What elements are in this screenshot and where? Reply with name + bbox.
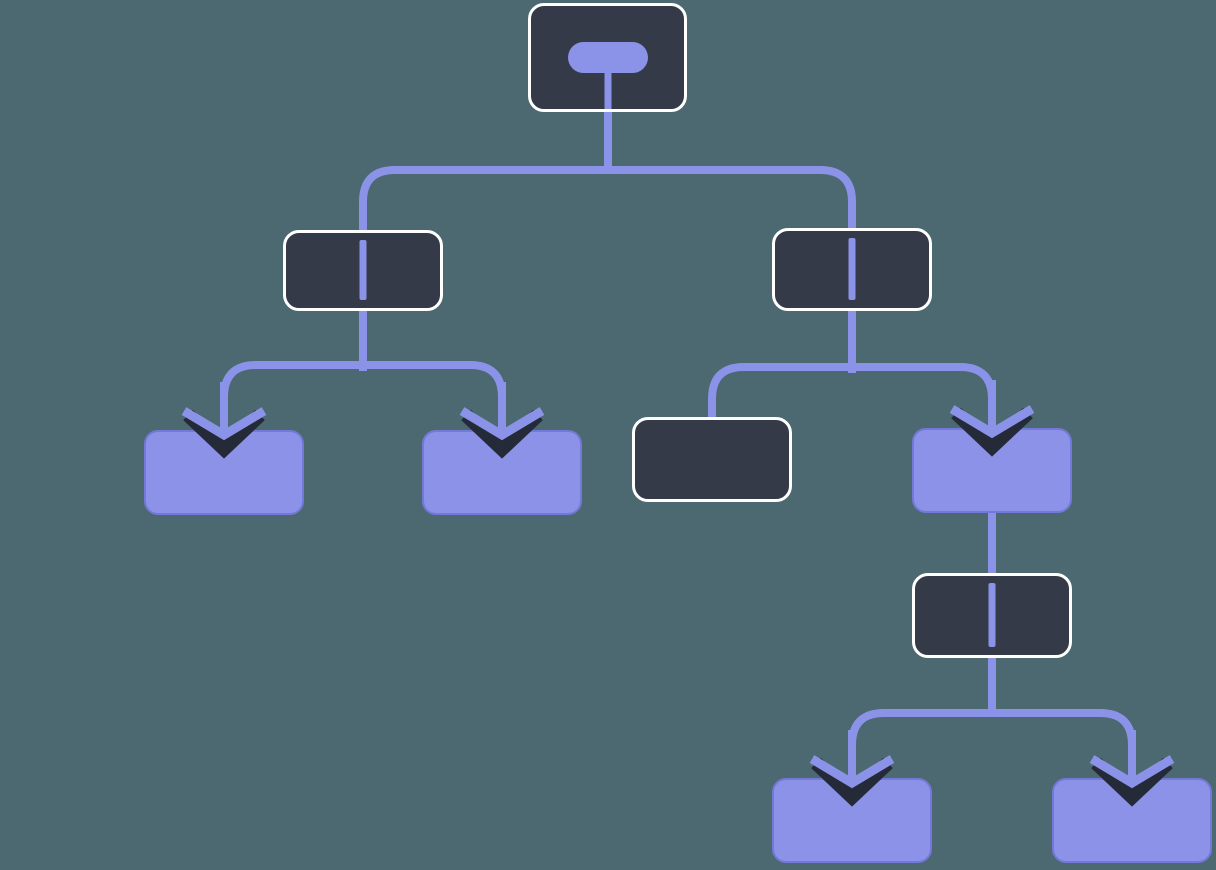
- root-pill-icon: [567, 42, 648, 73]
- pass-through-line: [359, 240, 367, 300]
- tree-node-leaf-g: [1052, 778, 1212, 863]
- pass-through-line: [988, 583, 996, 647]
- tree-node-branch-bottom: [912, 573, 1072, 658]
- tree-node-leaf-b: [422, 430, 582, 515]
- pass-through-line: [848, 238, 856, 300]
- root-pill-stem: [604, 70, 611, 109]
- tree-node-root: [528, 3, 687, 112]
- tree-node-leaf-d: [912, 428, 1072, 513]
- tree-node-branch-right: [772, 228, 932, 311]
- tree-node-node-c: [632, 417, 792, 502]
- tree-node-leaf-a: [144, 430, 304, 515]
- tree-node-branch-left: [283, 230, 443, 311]
- tree-node-leaf-f: [772, 778, 932, 863]
